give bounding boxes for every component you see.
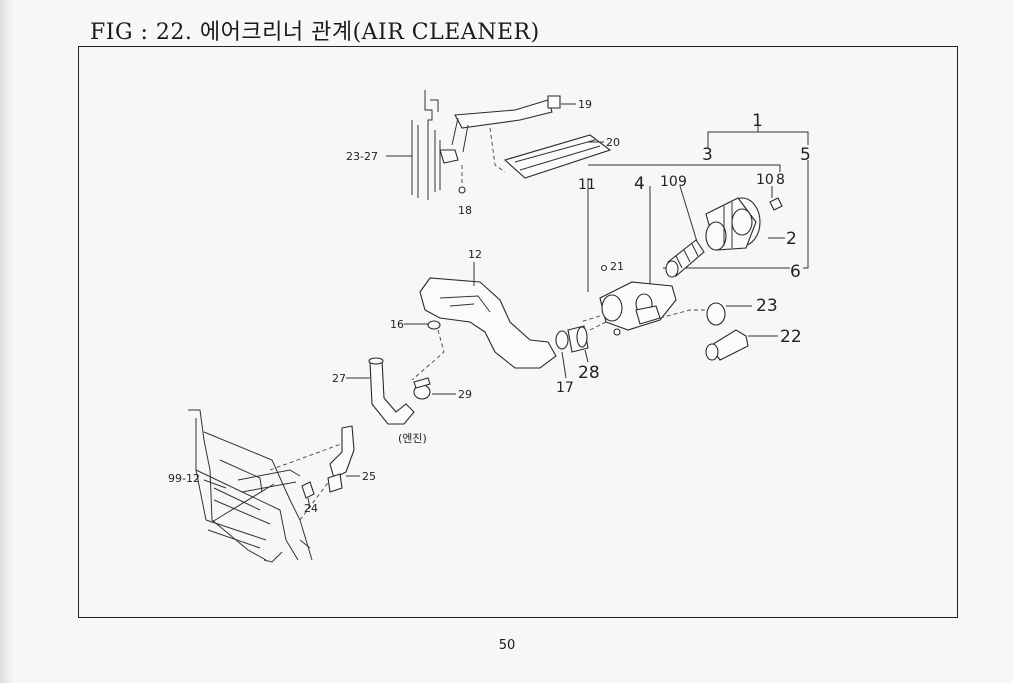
callout-4: 4: [634, 174, 645, 194]
callout-2: 2: [786, 229, 797, 249]
callout-24: 24: [304, 502, 318, 515]
callout-1: 1: [752, 111, 763, 131]
callout-16: 16: [390, 318, 404, 331]
callout-8: 8: [776, 172, 785, 188]
callout-10-left: 10: [660, 174, 678, 190]
callout-23-27: 23-27: [346, 150, 378, 163]
callout-12: 12: [468, 248, 482, 261]
callout-18: 18: [458, 204, 472, 217]
callout-10-right: 10: [756, 172, 774, 188]
diagram-frame: [78, 46, 958, 618]
lower-frame-assembly: [188, 409, 360, 563]
callout-21: 21: [610, 260, 624, 273]
callout-25: 25: [362, 470, 376, 483]
callout-20: 20: [606, 136, 620, 149]
callout-27: 27: [332, 372, 346, 385]
callout-5: 5: [800, 145, 811, 165]
page-title: FIG : 22. 에어크리너 관계(AIR CLEANER): [90, 20, 540, 45]
scan-edge: [0, 0, 14, 683]
callout-22: 22: [780, 327, 802, 347]
callout-29: 29: [458, 388, 472, 401]
intake-piping: [346, 262, 778, 425]
callout-19: 19: [578, 98, 592, 111]
callout-3: 3: [702, 145, 713, 165]
callout-17: 17: [556, 380, 574, 396]
engine-label: (엔진): [398, 432, 427, 445]
callout-28: 28: [578, 363, 600, 383]
air-cleaner-assembly: [579, 120, 809, 336]
page-number: 50: [498, 638, 516, 653]
callout-11: 11: [578, 177, 596, 193]
upper-bracket-assembly: [386, 90, 612, 200]
callout-9: 9: [678, 174, 687, 190]
callout-99-12: 99-12: [168, 472, 200, 485]
callout-6: 6: [790, 262, 801, 282]
callout-23: 23: [756, 296, 778, 316]
